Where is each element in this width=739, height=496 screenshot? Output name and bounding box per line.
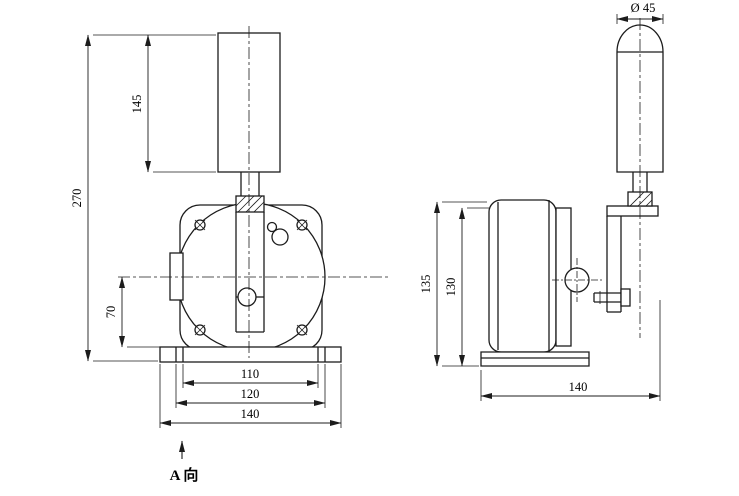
l-bracket [606, 205, 659, 313]
dimension-120: 120 [175, 364, 326, 408]
dimension-70: 70 [104, 276, 162, 348]
dim-label-270: 270 [70, 189, 84, 208]
corner-screws [194, 219, 308, 336]
dimension-140-front: 140 [159, 364, 342, 428]
dim-label-130: 130 [444, 278, 458, 297]
dim-label-110: 110 [241, 367, 259, 381]
lever-guide [235, 212, 265, 333]
dim-label-dia45: Ø 45 [631, 1, 656, 15]
dimension-140-side: 140 [480, 300, 661, 401]
base-side [480, 351, 590, 367]
dim-label-135: 135 [419, 275, 433, 294]
dim-label-140-front: 140 [241, 407, 260, 421]
view-direction-label: A 向 [170, 466, 199, 484]
keyhole-slot [266, 221, 289, 246]
dimension-130: 130 [444, 207, 489, 367]
dim-label-120: 120 [241, 387, 260, 401]
view-direction-a: A 向 [170, 440, 199, 484]
dim-label-140-side: 140 [569, 380, 588, 394]
switch-body-side [488, 199, 557, 353]
dimension-270: 270 [70, 34, 216, 362]
mounting-base [159, 346, 342, 363]
lever-rod [240, 172, 260, 196]
dimension-110: 110 [182, 364, 319, 388]
dimension-135: 135 [419, 201, 487, 367]
side-view: Ø 45 135 130 140 [419, 1, 664, 401]
dim-label-70: 70 [104, 306, 118, 319]
dim-label-145: 145 [130, 95, 144, 114]
side-tab [169, 252, 184, 301]
fixing-bolt [593, 288, 631, 307]
front-view: 270 145 70 110 120 [70, 26, 388, 484]
pivot-shaft [236, 287, 264, 307]
dimension-dia45: Ø 45 [616, 1, 664, 24]
dimension-145: 145 [130, 34, 216, 173]
rod-gland-hatched [235, 195, 265, 213]
